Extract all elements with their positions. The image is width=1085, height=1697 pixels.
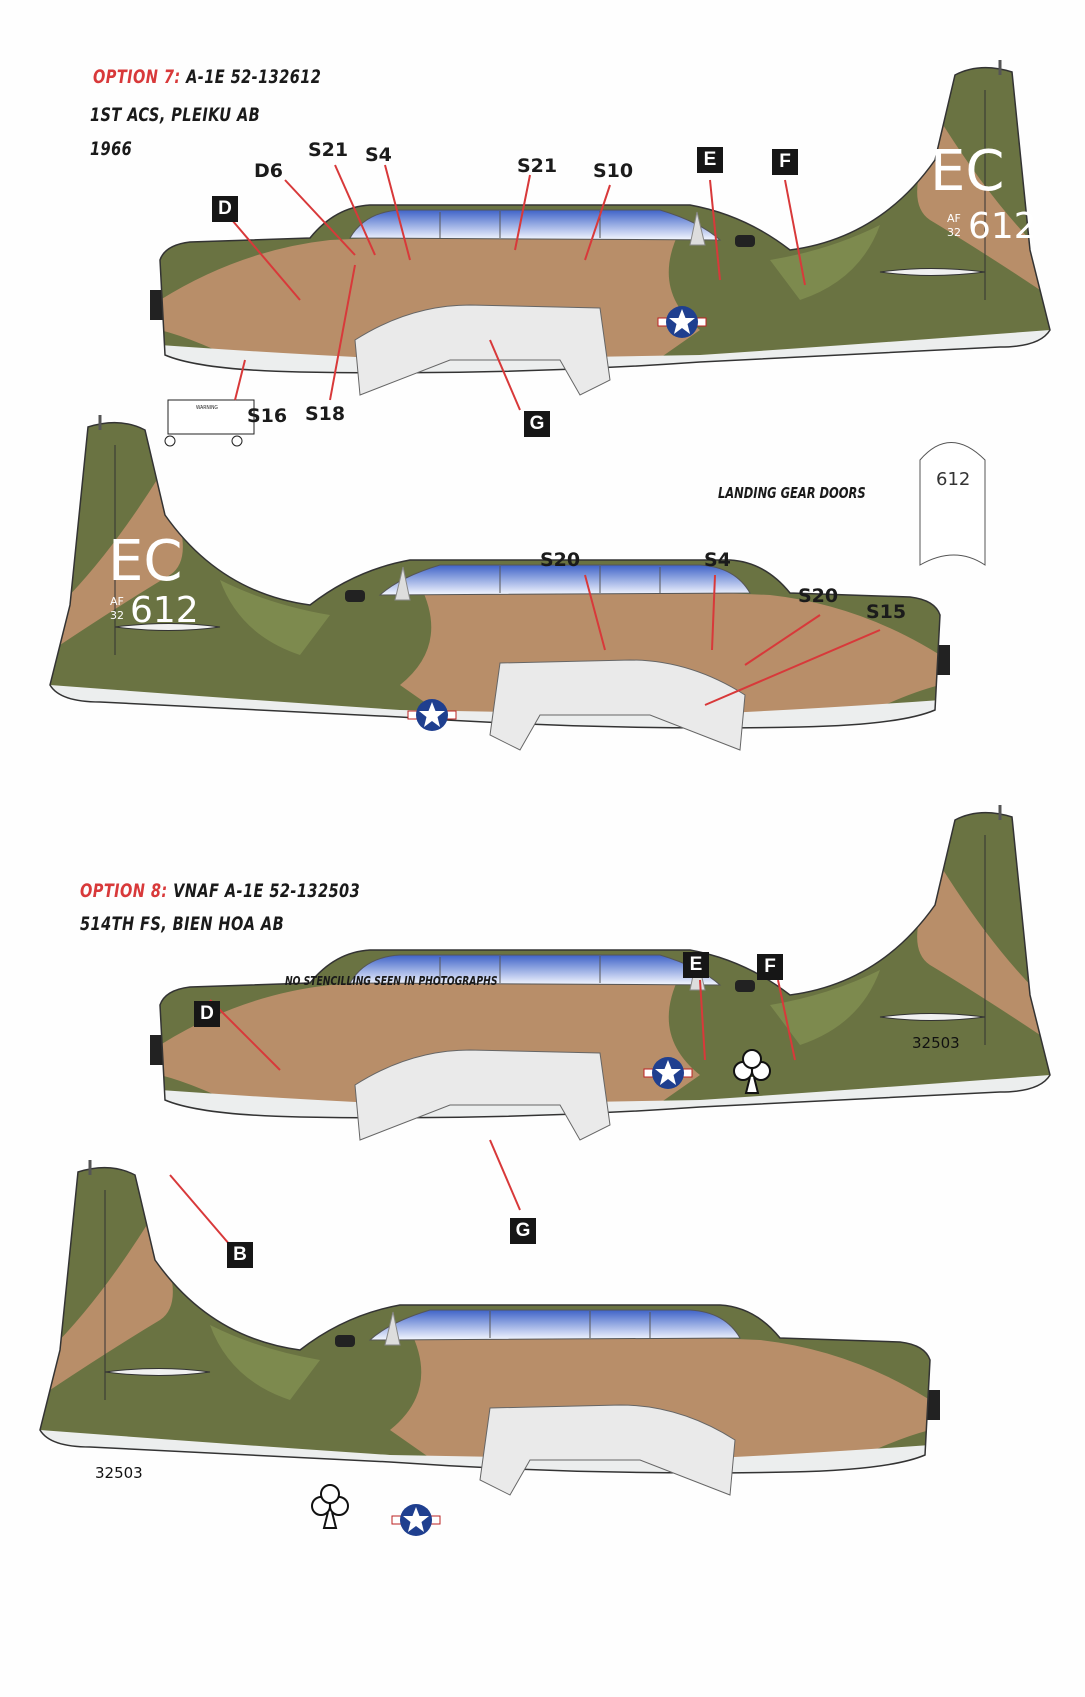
box-d: D <box>212 196 238 222</box>
warning-stencil <box>167 399 255 435</box>
club-insignia <box>311 1484 349 1529</box>
box-e: E <box>697 147 723 173</box>
tail-number: 32503 <box>95 1464 143 1482</box>
stencil-title: WARNING <box>196 405 218 411</box>
option7-unit: 1ST ACS, PLEIKU AB <box>90 104 261 126</box>
callout-s20: S20 <box>540 549 581 571</box>
option8-left-profile <box>150 805 1070 1140</box>
tail-code: EC <box>930 139 1004 204</box>
aircraft-serial: VNAF A-1E 52-132503 <box>173 880 361 902</box>
aircraft-serial: A-1E 52-132612 <box>186 66 322 88</box>
option8-right-profile <box>20 1160 940 1495</box>
callout-s4: S4 <box>704 549 731 571</box>
tail-number: 612 <box>130 590 199 631</box>
club-insignia <box>733 1049 771 1094</box>
option7-left-profile <box>150 60 1070 395</box>
stencil-note: NO STENCILLING SEEN IN PHOTOGRAPHS <box>285 974 498 988</box>
option7-year: 1966 <box>90 138 133 160</box>
tail-prefix: 32 <box>947 226 961 239</box>
callout-s20: S20 <box>798 585 839 607</box>
box-g: G <box>510 1218 536 1244</box>
callout-s10: S10 <box>593 160 634 182</box>
callout-s21: S21 <box>308 139 349 161</box>
option-label: OPTION 7: <box>93 66 181 88</box>
tail-prefix: AF <box>947 212 961 225</box>
gear-door-label: LANDING GEAR DOORS <box>718 484 866 502</box>
tail-prefix: 32 <box>110 609 124 622</box>
box-b: B <box>227 1242 253 1268</box>
tail-number: 32503 <box>912 1034 960 1052</box>
leader-lines <box>169 164 881 1246</box>
box-g: G <box>524 411 550 437</box>
option-label: OPTION 8: <box>80 880 168 902</box>
callout-s4: S4 <box>365 144 392 166</box>
callout-s15: S15 <box>866 601 907 623</box>
gear-door-number: 612 <box>936 469 970 490</box>
vnaf-insignia <box>391 1503 441 1537</box>
box-f: F <box>772 149 798 175</box>
box-d: D <box>194 1001 220 1027</box>
callout-s18: S18 <box>305 403 346 425</box>
box-e: E <box>683 952 709 978</box>
option7-title: OPTION 7: A-1E 52-132612 <box>93 66 321 88</box>
landing-gear-door <box>919 442 986 566</box>
tail-number: 612 <box>968 206 1037 247</box>
callout-d6: D6 <box>254 160 283 182</box>
tail-prefix: AF <box>110 595 124 608</box>
box-f: F <box>757 954 783 980</box>
callout-s21: S21 <box>517 155 558 177</box>
tail-code: EC <box>108 529 182 594</box>
option8-title: OPTION 8: VNAF A-1E 52-132503 <box>80 880 360 902</box>
option8-unit: 514TH FS, BIEN HOA AB <box>80 913 285 935</box>
callout-s16: S16 <box>247 405 288 427</box>
